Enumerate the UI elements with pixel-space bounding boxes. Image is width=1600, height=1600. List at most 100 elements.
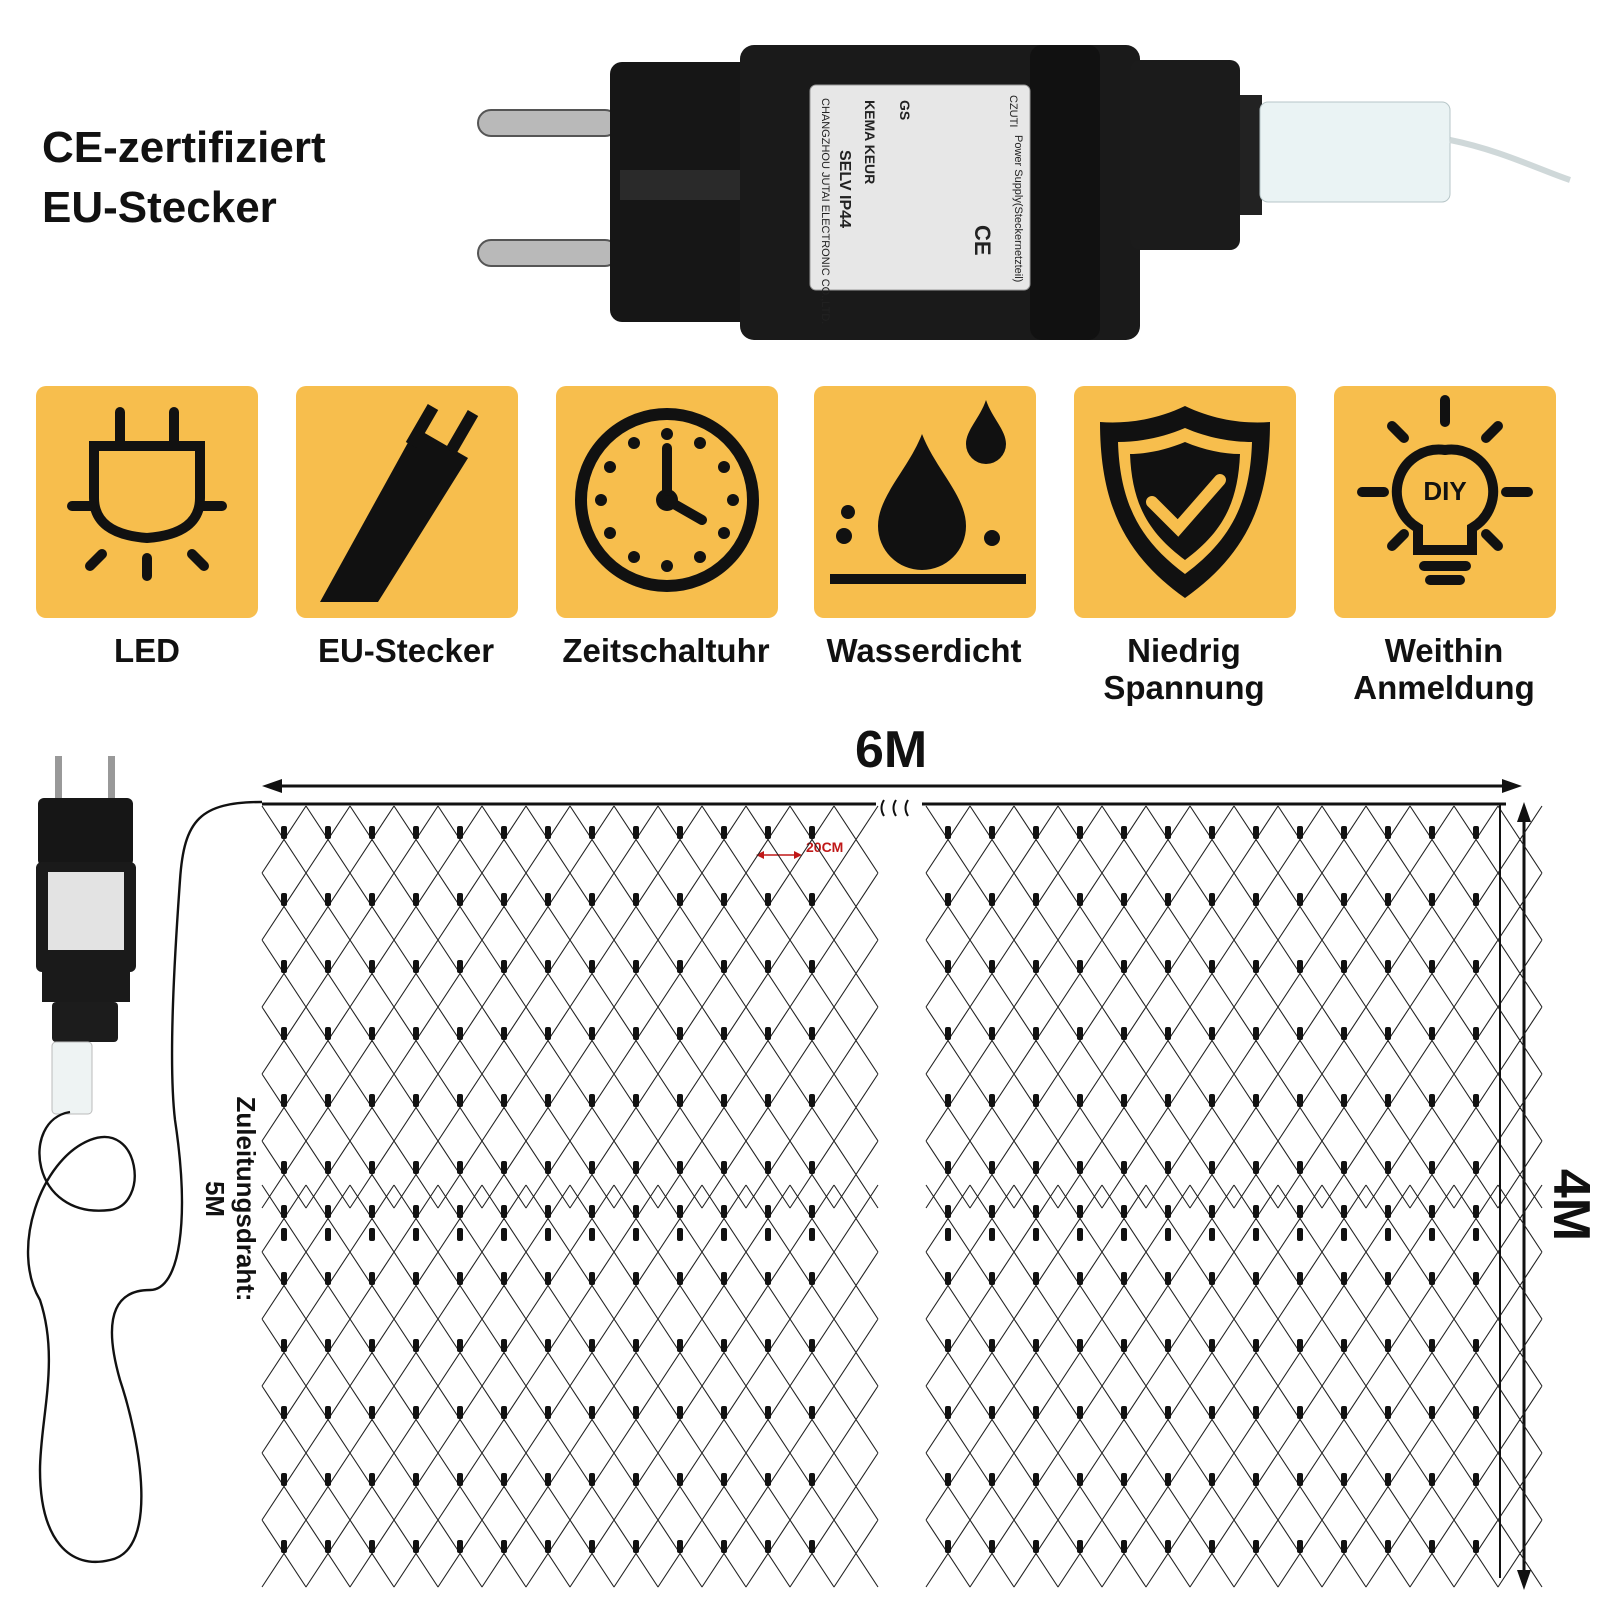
led-bulb	[1209, 1540, 1215, 1553]
led-bulb	[1165, 1094, 1171, 1107]
led-bulb	[325, 1161, 331, 1174]
led-bulb	[633, 1027, 639, 1040]
led-bulb	[281, 1540, 287, 1553]
led-bulb	[281, 1161, 287, 1174]
led-bulb	[1429, 1339, 1435, 1352]
led-bulb	[1077, 1205, 1083, 1218]
led-bulb	[1341, 1161, 1347, 1174]
led-bulb	[1033, 1272, 1039, 1285]
led-bulb	[589, 1272, 595, 1285]
led-bulb	[765, 826, 771, 839]
led-bulb	[1385, 1094, 1391, 1107]
led-bulb	[1429, 1205, 1435, 1218]
feature-tile-diy: DIY	[1334, 386, 1556, 618]
led-bulb	[1077, 960, 1083, 973]
led-bulb	[457, 1161, 463, 1174]
led-bulb	[721, 1205, 727, 1218]
water-drop-icon	[830, 400, 1026, 584]
led-bulb	[945, 960, 951, 973]
led-bulb	[765, 1473, 771, 1486]
led-bulb	[1121, 1161, 1127, 1174]
led-bulb	[1077, 1339, 1083, 1352]
led-bulb	[1473, 1473, 1479, 1486]
led-bulb	[545, 1339, 551, 1352]
led-bulb	[589, 1540, 595, 1553]
led-bulb	[989, 1272, 995, 1285]
led-bulb	[1121, 893, 1127, 906]
led-bulb	[589, 1094, 595, 1107]
led-bulb	[1297, 1205, 1303, 1218]
feature-tile-clock	[556, 386, 778, 618]
led-bulb	[1165, 1540, 1171, 1553]
feature-tile-led	[36, 386, 258, 618]
led-bulb	[1341, 1540, 1347, 1553]
led-bulb	[413, 1339, 419, 1352]
led-bulb	[1429, 1094, 1435, 1107]
feature-label-clock: Zeitschaltuhr	[562, 632, 770, 669]
led-bulb	[325, 1205, 331, 1218]
led-bulb	[369, 826, 375, 839]
led-bulb	[1473, 1094, 1479, 1107]
led-bulb	[501, 1272, 507, 1285]
led-bulb	[1033, 1406, 1039, 1419]
led-bulb	[457, 893, 463, 906]
led-bulb	[1121, 1027, 1127, 1040]
width-arrow	[262, 779, 1522, 793]
led-bulb	[677, 1406, 683, 1419]
net-strands	[925, 1184, 1543, 1588]
led-bulb	[989, 1027, 995, 1040]
led-bulb	[809, 1406, 815, 1419]
led-bulb	[413, 1205, 419, 1218]
led-bulb	[1077, 893, 1083, 906]
led-bulb	[677, 826, 683, 839]
led-bulb	[721, 1161, 727, 1174]
spacing-marker	[756, 851, 802, 859]
led-bulb	[989, 1205, 995, 1218]
led-bulb	[1341, 1027, 1347, 1040]
led-bulb	[545, 1205, 551, 1218]
feature-label-diy: Weithin Anmeldung	[1294, 632, 1594, 706]
led-bulb	[1121, 1540, 1127, 1553]
led-bulb	[1253, 1540, 1259, 1553]
led-bulb	[1077, 1406, 1083, 1419]
net-strands	[925, 805, 1543, 1209]
led-bulb	[989, 1094, 995, 1107]
led-bulb	[369, 1228, 375, 1241]
led-bulb	[1121, 1406, 1127, 1419]
led-bulb	[1165, 1228, 1171, 1241]
led-bulb	[677, 1339, 683, 1352]
led-bulb	[1297, 1094, 1303, 1107]
adapter-mark-selv: SELV IP44	[836, 150, 853, 228]
led-bulb	[457, 1205, 463, 1218]
led-bulb	[809, 1161, 815, 1174]
led-bulb	[1341, 1339, 1347, 1352]
led-bulb	[677, 1272, 683, 1285]
led-bulb	[325, 826, 331, 839]
led-bulb	[633, 1228, 639, 1241]
diy-bulb-icon: DIY	[1357, 395, 1533, 585]
led-bulb	[945, 1540, 951, 1553]
led-bulb	[633, 1406, 639, 1419]
led-bulb	[1297, 1272, 1303, 1285]
led-bulb	[1253, 1228, 1259, 1241]
spacing-label: 20CM	[806, 839, 844, 855]
led-bulb	[1165, 1272, 1171, 1285]
led-bulb	[989, 1473, 995, 1486]
led-bulb	[721, 826, 727, 839]
led-bulb	[589, 1161, 595, 1174]
led-bulb	[501, 1161, 507, 1174]
led-bulb	[1077, 1272, 1083, 1285]
led-bulb	[457, 1473, 463, 1486]
led-bulb	[1341, 1094, 1347, 1107]
led-bulb	[677, 1205, 683, 1218]
led-bulb	[809, 1094, 815, 1107]
led-bulb	[413, 1406, 419, 1419]
led-bulb	[501, 1228, 507, 1241]
led-bulb	[589, 1473, 595, 1486]
led-bulb	[1297, 1027, 1303, 1040]
led-bulb	[633, 1205, 639, 1218]
led-bulb	[1473, 1406, 1479, 1419]
led-bulb	[281, 1094, 287, 1107]
led-bulb	[633, 893, 639, 906]
led-bulb	[457, 1228, 463, 1241]
